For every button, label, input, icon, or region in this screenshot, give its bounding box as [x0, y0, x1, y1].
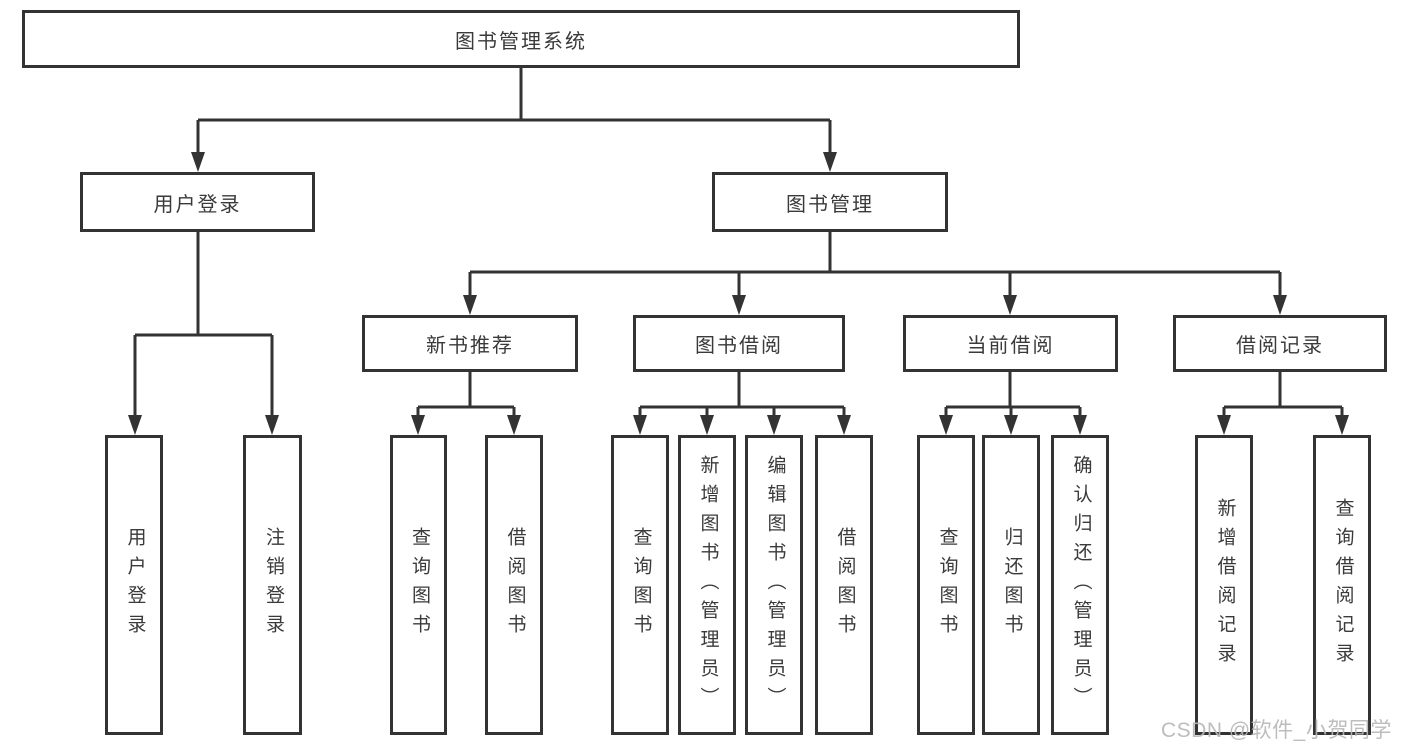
leaf-logout: 注销登录: [243, 435, 302, 735]
node-label: 查询图书: [936, 527, 958, 643]
leaf-confirm-return-admin: 确认归还（管理员）: [1051, 435, 1109, 735]
node-current-borrow: 当前借阅: [903, 315, 1118, 372]
leaf-query-books: 查询图书: [390, 435, 447, 735]
arrow-down-icon: [128, 415, 142, 435]
leaf-borrow-books: 借阅图书: [485, 435, 543, 735]
node-label: 图书管理系统: [455, 30, 587, 53]
csdn-watermark: CSDN @软件_小贺同学: [1161, 719, 1392, 742]
node-label: 编辑图书（管理员）: [764, 454, 786, 716]
arrow-down-icon: [507, 415, 521, 435]
node-label: 图书管理: [786, 193, 874, 216]
node-label: 借阅记录: [1236, 335, 1324, 357]
arrow-down-icon: [411, 415, 425, 435]
node-label: 借阅图书: [504, 527, 526, 643]
leaf-add-books-admin: 新增图书（管理员）: [678, 435, 736, 735]
leaf-query-books-3: 查询图书: [917, 435, 975, 735]
connector-user-login-to-leaves: [128, 232, 279, 435]
connector-borrow-record-to-leaves: [1217, 372, 1349, 435]
leaf-add-borrow-record: 新增借阅记录: [1195, 435, 1253, 735]
node-label: 当前借阅: [966, 335, 1055, 357]
node-book-borrow: 图书借阅: [633, 315, 845, 372]
node-label: 用户登录: [124, 527, 146, 643]
arrow-down-icon: [1004, 415, 1018, 435]
node-label: 查询图书: [408, 527, 430, 643]
node-label: 新书推荐: [426, 335, 514, 357]
node-label: 借阅图书: [834, 527, 856, 643]
arrow-down-icon: [1335, 415, 1349, 435]
node-label: 图书借阅: [695, 335, 783, 357]
node-new-book-recommend: 新书推荐: [362, 315, 578, 372]
leaf-return-books: 归还图书: [982, 435, 1040, 735]
connector-book-borrow-to-leaves: [633, 372, 851, 435]
node-book-management: 图书管理: [712, 172, 948, 232]
arrow-down-icon: [265, 415, 279, 435]
arrow-down-icon: [939, 415, 953, 435]
leaf-user-login: 用户登录: [105, 435, 163, 735]
arrow-down-icon: [463, 295, 477, 315]
node-label: 新增图书（管理员）: [697, 454, 719, 716]
leaf-query-books-2: 查询图书: [611, 435, 669, 735]
arrow-down-icon: [1073, 415, 1087, 435]
connector-book-management-to-level3: [463, 232, 1287, 315]
arrow-down-icon: [1217, 415, 1231, 435]
node-borrow-record: 借阅记录: [1173, 315, 1387, 372]
arrow-down-icon: [837, 415, 851, 435]
node-label: 新增借阅记录: [1214, 498, 1236, 672]
arrow-down-icon: [767, 415, 781, 435]
arrow-down-icon: [191, 152, 205, 172]
connector-new-book-recommend-to-leaves: [411, 372, 521, 435]
connector-current-borrow-to-leaves: [939, 372, 1087, 435]
arrow-down-icon: [1003, 295, 1017, 315]
node-root-system: 图书管理系统: [22, 10, 1020, 68]
node-label: 用户登录: [153, 193, 242, 216]
arrow-down-icon: [1273, 295, 1287, 315]
node-label: 查询图书: [630, 527, 652, 643]
arrow-down-icon: [700, 415, 714, 435]
arrow-down-icon: [823, 152, 837, 172]
leaf-edit-books-admin: 编辑图书（管理员）: [745, 435, 803, 735]
leaf-borrow-books-2: 借阅图书: [815, 435, 873, 735]
node-label: 注销登录: [262, 527, 284, 643]
node-label: 归还图书: [1001, 527, 1023, 643]
arrow-down-icon: [633, 415, 647, 435]
node-user-login: 用户登录: [80, 172, 315, 232]
arrow-down-icon: [732, 295, 746, 315]
connector-root-to-level2: [191, 68, 837, 172]
node-label: 查询借阅记录: [1332, 498, 1354, 672]
node-label: 确认归还（管理员）: [1070, 454, 1092, 716]
leaf-query-borrow-record: 查询借阅记录: [1313, 435, 1371, 735]
